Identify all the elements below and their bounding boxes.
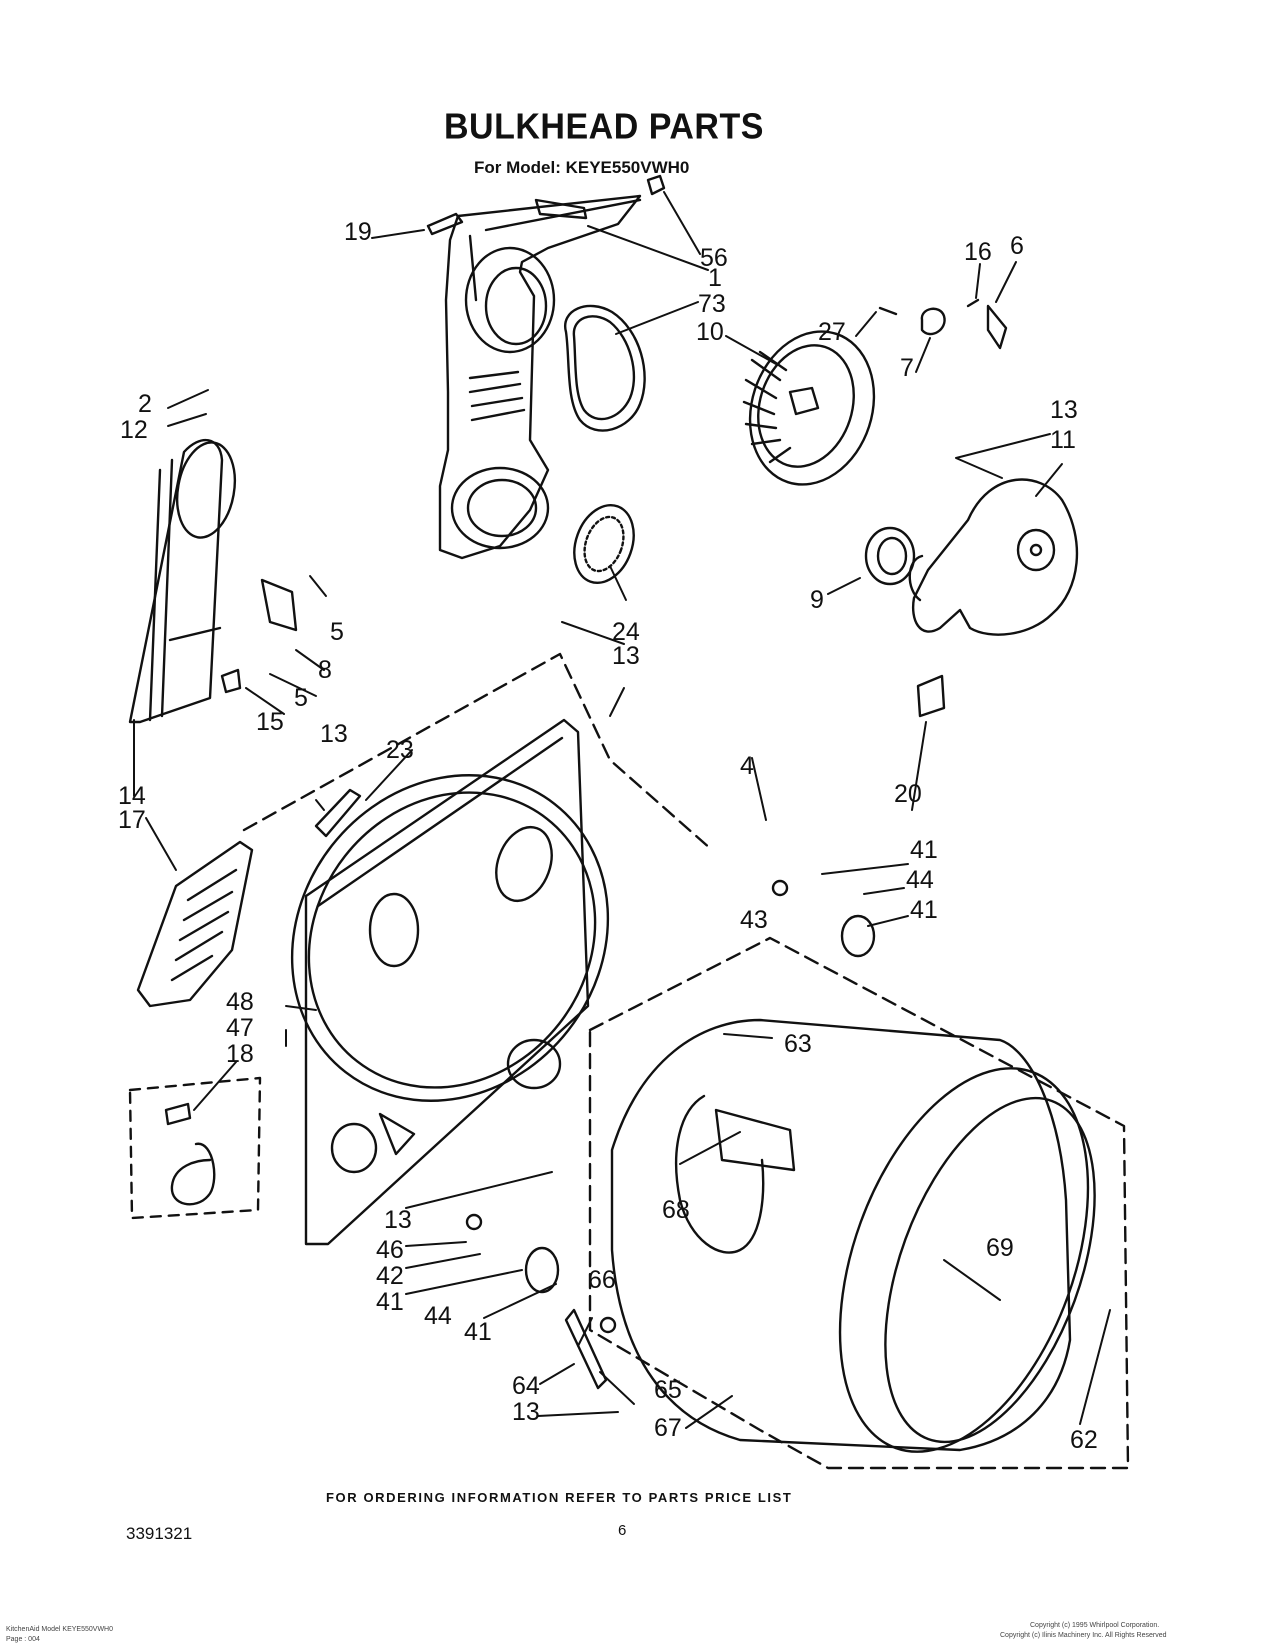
roller-part-44-upper: [840, 914, 876, 958]
callout-27: 27: [818, 318, 846, 346]
bushing-part-7: [920, 307, 946, 336]
callout-41-a: 41: [910, 836, 938, 864]
bottom-left-model-text: KitchenAid Model KEYE550VWH0: [6, 1626, 113, 1633]
callout-13-upper-right: 13: [1050, 396, 1078, 424]
roller-part-44-lower: [524, 1246, 560, 1294]
callout-13-center: 13: [612, 642, 640, 670]
copyright-line-1: Copyright (c) 1995 Whirlpool Corporation…: [1030, 1622, 1160, 1629]
callout-20: 20: [894, 780, 922, 808]
heater-element-part: [136, 840, 254, 1008]
drum-part: [610, 1018, 1096, 1453]
seal-part-73: [563, 304, 646, 432]
callout-69: 69: [986, 1234, 1014, 1262]
callout-16: 16: [964, 238, 992, 266]
callout-23: 23: [386, 736, 414, 764]
ring-part-4: [771, 879, 789, 897]
front-bulkhead-part: [290, 718, 610, 1246]
callout-46: 46: [376, 1236, 404, 1264]
callout-62: 62: [1070, 1426, 1098, 1454]
callout-13-bottom: 13: [384, 1206, 412, 1234]
thermostat-part-15: [220, 668, 242, 694]
callout-73: 73: [698, 290, 726, 318]
bottom-left-page-text: Page : 004: [6, 1636, 40, 1643]
callout-65: 65: [654, 1376, 682, 1404]
callout-42: 42: [376, 1262, 404, 1290]
bracket-part-8: [260, 578, 298, 632]
callout-17: 17: [118, 806, 146, 834]
callout-19: 19: [344, 218, 372, 246]
clip-part-19: [426, 212, 464, 236]
screw-part-27: [878, 306, 898, 316]
callout-48: 48: [226, 988, 254, 1016]
callout-47: 47: [226, 1014, 254, 1042]
callout-44-lower: 44: [424, 1302, 452, 1330]
callout-66: 66: [588, 1266, 616, 1294]
callout-5-upper: 5: [330, 618, 344, 646]
callout-7: 7: [900, 354, 914, 382]
callout-13-lowest: 13: [512, 1398, 540, 1426]
callout-15: 15: [256, 708, 284, 736]
callout-12: 12: [120, 416, 148, 444]
page-title: BULKHEAD PARTS: [444, 107, 764, 147]
callout-8: 8: [318, 656, 332, 684]
bracket-part-20: [916, 674, 946, 718]
callout-2: 2: [138, 390, 152, 418]
brace-part-23: [314, 788, 362, 838]
washer-part-65: [599, 1316, 617, 1334]
callout-68: 68: [662, 1196, 690, 1224]
callout-5-lower: 5: [294, 684, 308, 712]
callout-56: 56: [700, 244, 728, 272]
callout-41-d: 41: [464, 1318, 492, 1346]
callout-44-upper: 44: [906, 866, 934, 894]
callout-13-left: 13: [320, 720, 348, 748]
callout-9: 9: [810, 586, 824, 614]
callout-41-b: 41: [910, 896, 938, 924]
blower-housing-part: [908, 478, 1079, 636]
callout-67: 67: [654, 1414, 682, 1442]
nut-part-46: [465, 1213, 483, 1231]
drum-group-outline: [588, 936, 1130, 1470]
callout-24: 24: [612, 618, 640, 646]
model-subtitle: For Model: KEYE550VWH0: [474, 158, 690, 177]
bearing-part-9: [864, 526, 916, 586]
wire-kit-part-18: [128, 1076, 262, 1220]
copyright-line-2: Copyright (c) Ilinis Machinery Inc. All …: [1000, 1632, 1167, 1639]
nut-part-56: [646, 174, 666, 196]
blower-wheel-part: [742, 330, 876, 486]
duct-housing-part: [438, 194, 642, 560]
callout-64: 64: [512, 1372, 540, 1400]
callout-43: 43: [740, 906, 768, 934]
callout-6: 6: [1010, 232, 1024, 260]
callout-1: 1: [708, 264, 722, 292]
clip-part-6: [966, 298, 1008, 350]
leader-lines: [133, 191, 1111, 1429]
document-number: 3391321: [126, 1524, 193, 1543]
support-part-64: [564, 1308, 608, 1390]
callout-14: 14: [118, 782, 146, 810]
callout-10: 10: [696, 318, 724, 346]
callout-41-c: 41: [376, 1288, 404, 1316]
callout-4: 4: [740, 752, 754, 780]
ordering-note: FOR ORDERING INFORMATION REFER TO PARTS …: [326, 1490, 793, 1505]
callout-63: 63: [784, 1030, 812, 1058]
page-number: 6: [618, 1522, 627, 1539]
seal-part-24: [573, 504, 635, 584]
callout-11: 11: [1050, 426, 1076, 454]
callout-labels: 19 56 1 73 10 16 6 27 7 2 12 13 11 5 8 5…: [118, 218, 1098, 1454]
heater-duct-part: [128, 438, 237, 724]
callout-18: 18: [226, 1040, 254, 1068]
